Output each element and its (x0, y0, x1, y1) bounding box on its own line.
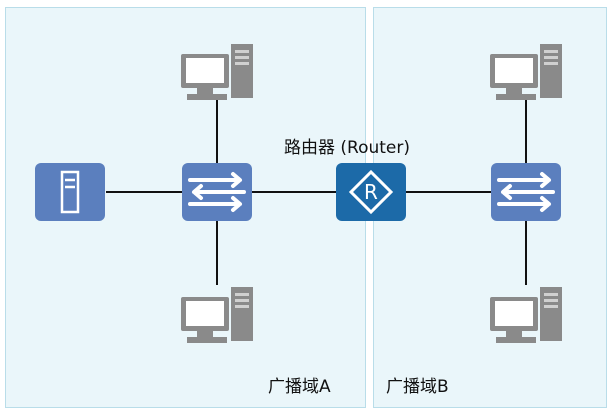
broadcast-domain-a-label: 广播域A (268, 377, 331, 397)
router-icon: R (336, 163, 406, 221)
computer-icon (181, 44, 253, 100)
switch-icon (489, 161, 563, 223)
switch-icon (180, 161, 254, 223)
router-label: 路由器 (Router) (284, 138, 411, 158)
computer-icon (181, 287, 253, 343)
server-icon (35, 163, 105, 221)
computer-icon (490, 44, 562, 100)
broadcast-domain-b-label: 广播域B (386, 377, 449, 397)
computer-icon (490, 287, 562, 343)
svg-text:R: R (364, 180, 378, 204)
links (106, 98, 527, 285)
